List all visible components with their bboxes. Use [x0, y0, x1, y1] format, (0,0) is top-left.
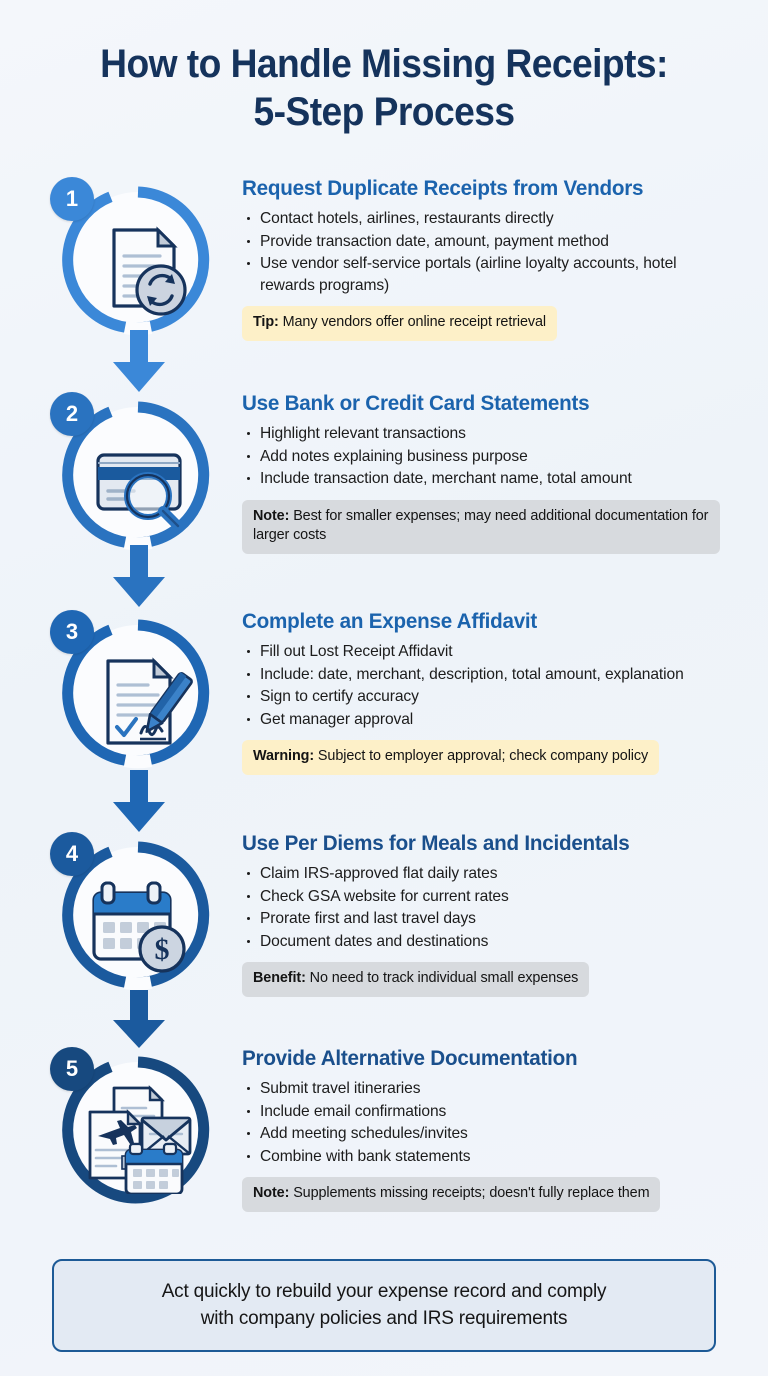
callout-text: No need to track individual small expens… [309, 970, 579, 986]
title-line-2: 5-Step Process [253, 90, 516, 134]
list-item: Get manager approval [242, 709, 722, 731]
step-2-ring-column: 2 [44, 390, 234, 580]
step-4-number-badge: 4 [50, 832, 94, 876]
step-2-callout: Note: Best for smaller expenses; may nee… [242, 499, 720, 554]
callout-text: Subject to employer approval; check comp… [317, 748, 649, 764]
calendar-dollar-icon: $ [77, 860, 202, 985]
page-title: How to Handle Missing Receipts: 5-Step P… [0, 40, 768, 136]
step-1-bullets: Contact hotels, airlines, restaurants di… [242, 208, 722, 296]
footer-line-2: with company policies and IRS requiremen… [200, 1308, 568, 1329]
svg-text:$: $ [154, 933, 169, 966]
step-5-number-badge: 5 [50, 1047, 94, 1091]
list-item: Add notes explaining business purpose [242, 446, 722, 468]
step-3-content: Complete an Expense Affidavit Fill out L… [242, 608, 722, 775]
step-4-callout: Benefit: No need to track individual sma… [242, 962, 590, 997]
list-item: Fill out Lost Receipt Affidavit [242, 641, 722, 663]
title-line-1: How to Handle Missing Receipts: [100, 42, 668, 86]
step-2-number-badge: 2 [50, 392, 94, 436]
step-1-callout: Tip: Many vendors offer online receipt r… [242, 306, 558, 341]
callout-label: Tip: [253, 314, 279, 330]
callout-label: Benefit: [253, 970, 306, 986]
documents-email-calendar-icon [77, 1075, 202, 1200]
callout-text: Supplements missing receipts; doesn't fu… [293, 1185, 650, 1201]
list-item: Highlight relevant transactions [242, 423, 722, 445]
footer-line-1: Act quickly to rebuild your expense reco… [161, 1281, 607, 1302]
list-item: Add meeting schedules/invites [242, 1123, 722, 1145]
step-2-bullets: Highlight relevant transactions Add note… [242, 423, 722, 490]
step-3-heading: Complete an Expense Affidavit [242, 609, 538, 633]
step-4-content: Use Per Diems for Meals and Incidentals … [242, 830, 722, 997]
step-5-content: Provide Alternative Documentation Submit… [242, 1045, 722, 1212]
step-5-ring-column: 5 [44, 1045, 234, 1235]
list-item: Combine with bank statements [242, 1146, 722, 1168]
callout-label: Note: [253, 1185, 290, 1201]
step-3-callout: Warning: Subject to employer approval; c… [242, 740, 660, 775]
document-refresh-icon [77, 205, 202, 330]
list-item: Sign to certify accuracy [242, 686, 722, 708]
step-2-content: Use Bank or Credit Card Statements Highl… [242, 390, 722, 554]
signed-document-icon [77, 638, 202, 763]
list-item: Provide transaction date, amount, paymen… [242, 231, 722, 253]
step-5-heading: Provide Alternative Documentation [242, 1046, 578, 1070]
credit-card-search-icon [77, 420, 202, 545]
step-2-heading: Use Bank or Credit Card Statements [242, 391, 590, 415]
list-item: Check GSA website for current rates [242, 886, 722, 908]
list-item: Include: date, merchant, description, to… [242, 664, 722, 686]
callout-text: Best for smaller expenses; may need addi… [253, 507, 709, 544]
step-1-ring-column: 1 [44, 175, 234, 365]
list-item: Use vendor self-service portals (airline… [242, 253, 722, 296]
step-3-bullets: Fill out Lost Receipt Affidavit Include:… [242, 641, 722, 730]
step-4-bullets: Claim IRS-approved flat daily rates Chec… [242, 863, 722, 952]
step-3-ring-column: 3 [44, 608, 234, 798]
step-1-heading: Request Duplicate Receipts from Vendors [242, 176, 644, 200]
step-3-number-badge: 3 [50, 610, 94, 654]
footer-callout: Act quickly to rebuild your expense reco… [52, 1259, 716, 1352]
step-5-bullets: Submit travel itineraries Include email … [242, 1078, 722, 1167]
list-item: Document dates and destinations [242, 931, 722, 953]
list-item: Include email confirmations [242, 1101, 722, 1123]
callout-label: Warning: [253, 748, 315, 764]
step-1-number-badge: 1 [50, 177, 94, 221]
list-item: Claim IRS-approved flat daily rates [242, 863, 722, 885]
list-item: Submit travel itineraries [242, 1078, 722, 1100]
step-4-heading: Use Per Diems for Meals and Incidentals [242, 831, 630, 855]
list-item: Contact hotels, airlines, restaurants di… [242, 208, 722, 230]
callout-text: Many vendors offer online receipt retrie… [282, 314, 547, 330]
step-4-ring-column: 4 [44, 830, 234, 1020]
list-item: Include transaction date, merchant name,… [242, 468, 722, 490]
list-item: Prorate first and last travel days [242, 908, 722, 930]
step-1-content: Request Duplicate Receipts from Vendors … [242, 175, 722, 341]
step-5-callout: Note: Supplements missing receipts; does… [242, 1177, 661, 1212]
callout-label: Note: [253, 507, 290, 524]
